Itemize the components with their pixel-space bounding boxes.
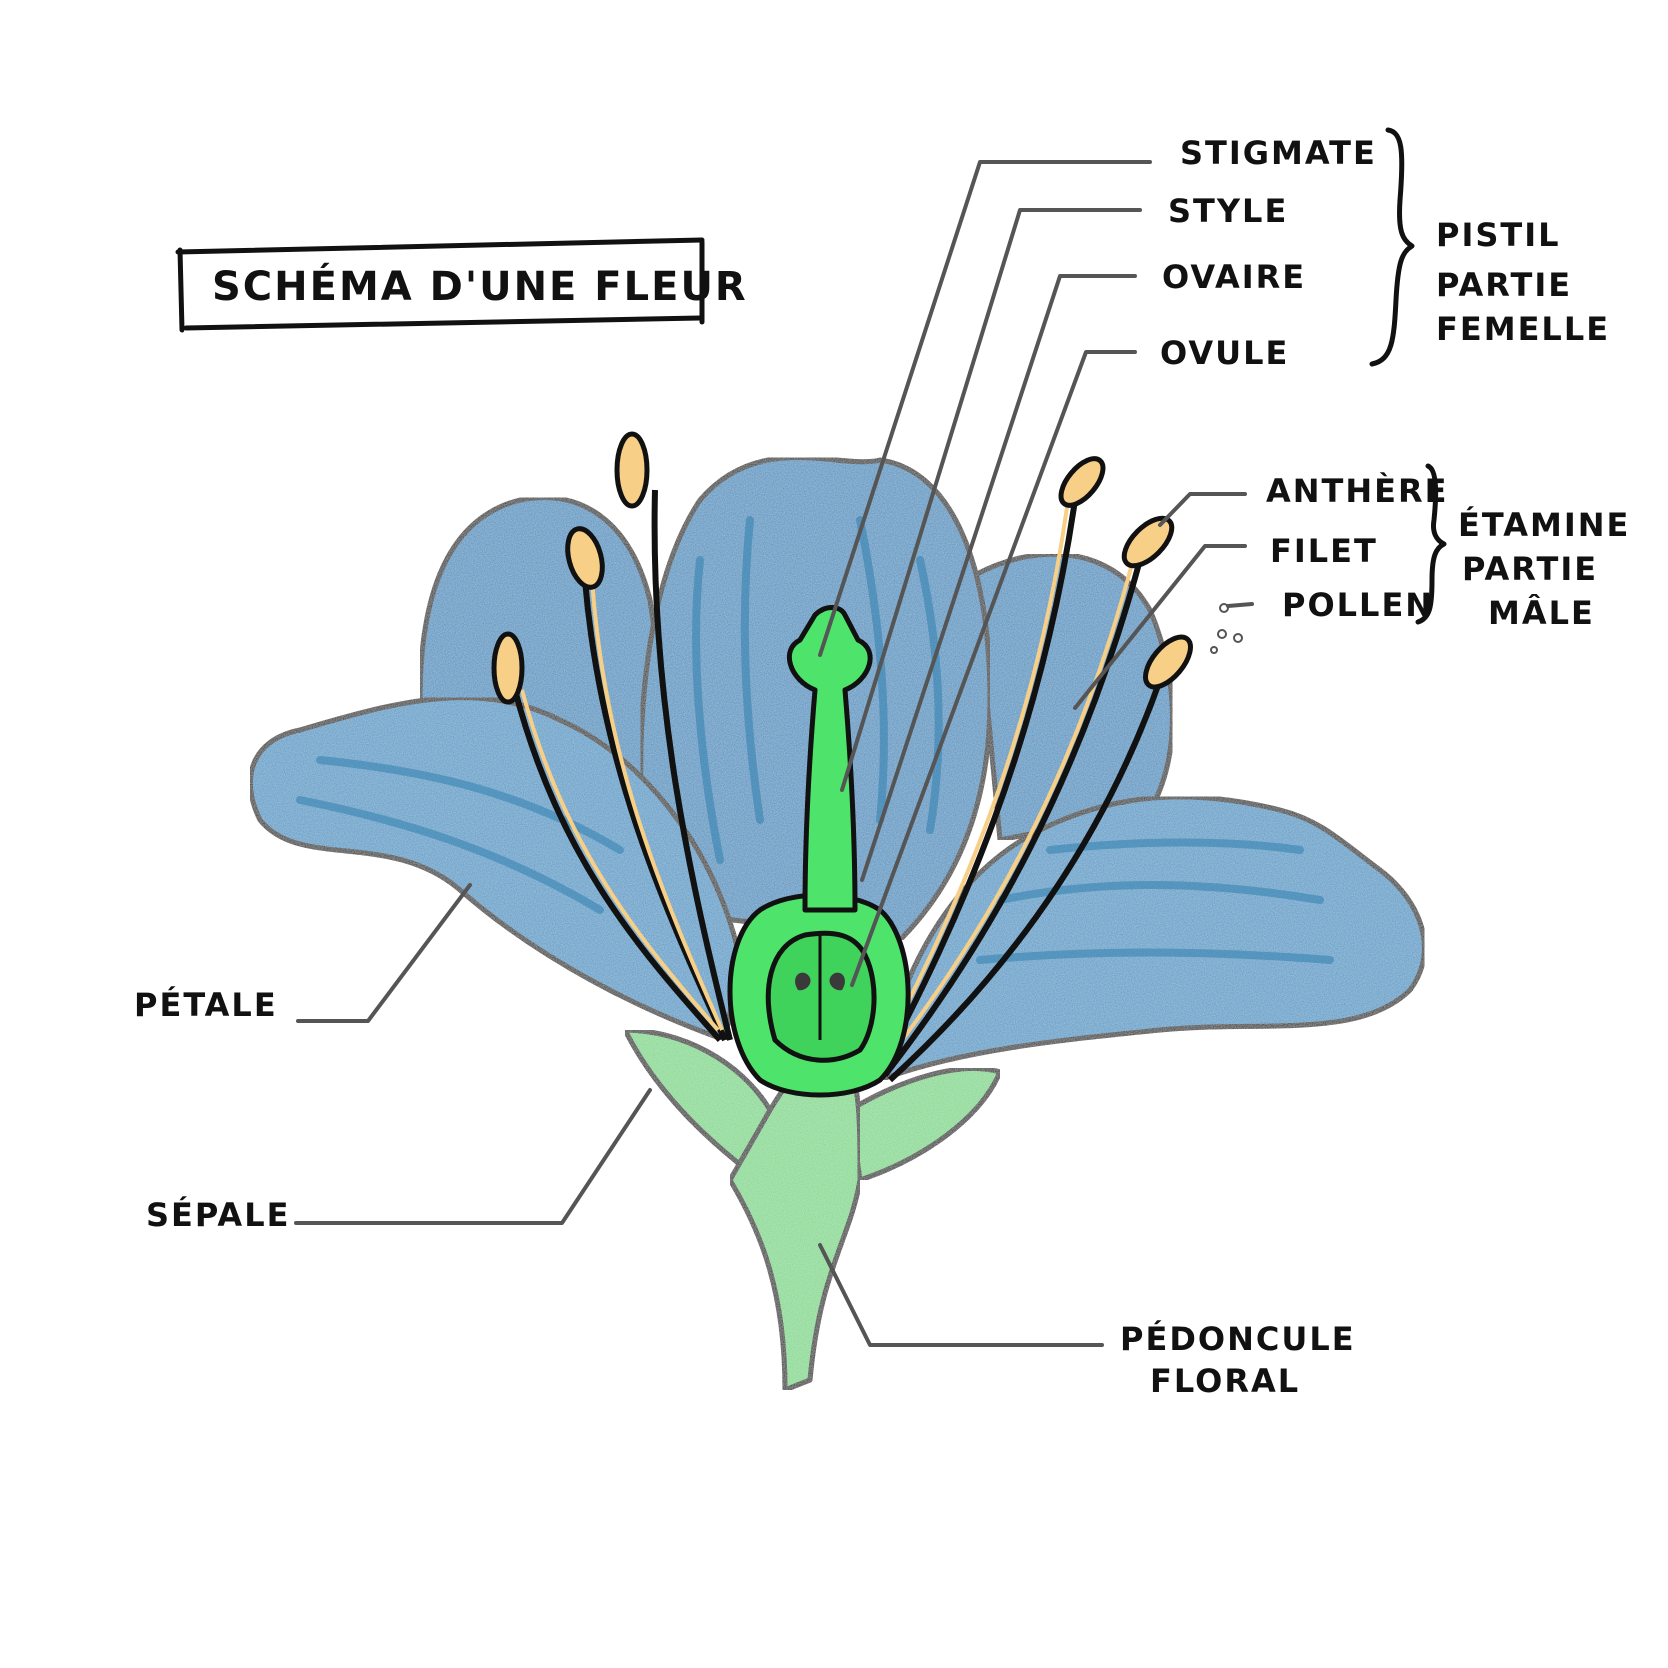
ovule [795,972,811,991]
label-pedoncule-line2: floral [1150,1362,1300,1400]
bracket-pistil [1369,127,1415,367]
anthers [491,431,1193,705]
leader-pedoncule [818,1243,1104,1347]
leader-ovule [850,350,1137,987]
leader-filet [1073,544,1247,710]
label-anthere: Anthère [1266,472,1449,510]
label-pollen: Pollen [1282,586,1434,624]
filament [877,499,1078,1072]
ovule [829,972,845,991]
pistil-group-line2: partie [1436,266,1572,304]
petal-left [247,695,743,1043]
pistil-group-line1: Pistil [1436,216,1561,254]
anther [491,631,525,705]
label-style: Style [1168,192,1288,230]
anther [614,431,650,509]
label-stigmate: Stigmate [1180,134,1377,172]
etamine-group-line1: Étamine [1458,506,1630,544]
label-petale: Pétale [134,986,278,1024]
pollen-grains [1210,603,1243,654]
filament [582,579,728,1042]
etamine-group-line3: mâle [1488,594,1595,632]
label-filet: Filet [1270,532,1378,570]
bracket-etamine [1415,463,1447,625]
filament [882,559,1143,1077]
petal-left-veins [296,756,624,914]
leader-stigmate [818,160,1152,657]
label-pedoncule-line1: Pédoncule [1120,1320,1356,1358]
anther [1121,515,1175,569]
label-ovaire: Ovaire [1162,258,1306,296]
anther [1143,634,1193,690]
etamine-group-line2: partie [1462,550,1598,588]
leader-lines [294,160,1254,1347]
anther [1058,456,1106,508]
filament [887,679,1163,1083]
filament [512,689,723,1042]
pistil [727,605,911,1098]
title-box: Schéma d'une fleur [175,237,748,333]
leader-anthere [1158,492,1247,527]
leader-ovaire [860,274,1137,882]
label-sepale: Sépale [146,1196,290,1234]
leader-sepale [294,1088,652,1225]
anther [565,526,605,590]
leader-style [840,208,1142,792]
leader-petale [296,883,472,1023]
label-ovule: Ovule [1160,334,1289,372]
petal-right [877,794,1427,1083]
petal-center-veins [692,516,943,864]
page-title: Schéma d'une fleur [212,262,748,310]
filament [651,489,733,1041]
pistil-group-line3: femelle [1436,310,1610,348]
leader-pollen [1226,602,1254,608]
flower-illustration [247,431,1427,1393]
